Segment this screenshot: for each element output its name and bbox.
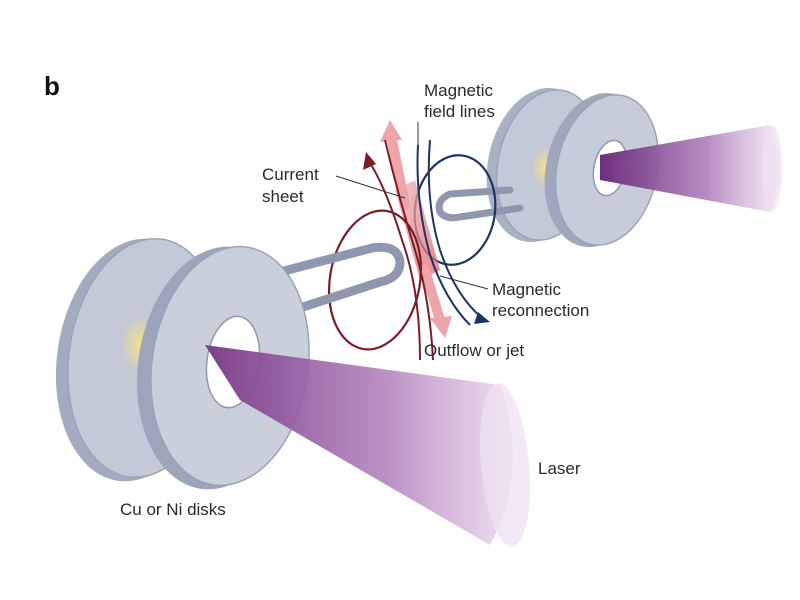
right-laser-beam [600,125,780,212]
current-sheet-label-2: sheet [262,187,304,206]
left-laser-beam [205,345,513,545]
blue-field-lines [416,139,490,326]
red-field-loop [327,209,423,351]
field-lines-label-1: Magnetic [424,81,493,100]
current-sheet-leader [335,175,406,199]
reconnection-label-2: reconnection [492,301,589,320]
disks-label: Cu or Ni disks [120,500,226,519]
left-wire-loop [275,242,405,313]
red-field-lines [363,139,434,361]
outflow-label: Outflow or jet [424,341,524,360]
outflow-arrows [380,120,452,338]
reconnection-label-1: Magnetic [492,280,561,299]
reconnection-leader [439,275,489,290]
left-disk-pair [55,237,310,490]
laser-label: Laser [538,459,581,478]
panel-label: b [44,71,60,101]
right-wire-loop [435,186,524,222]
current-sheet-label-1: Current [262,165,319,184]
field-lines-label-2: field lines [424,102,495,121]
